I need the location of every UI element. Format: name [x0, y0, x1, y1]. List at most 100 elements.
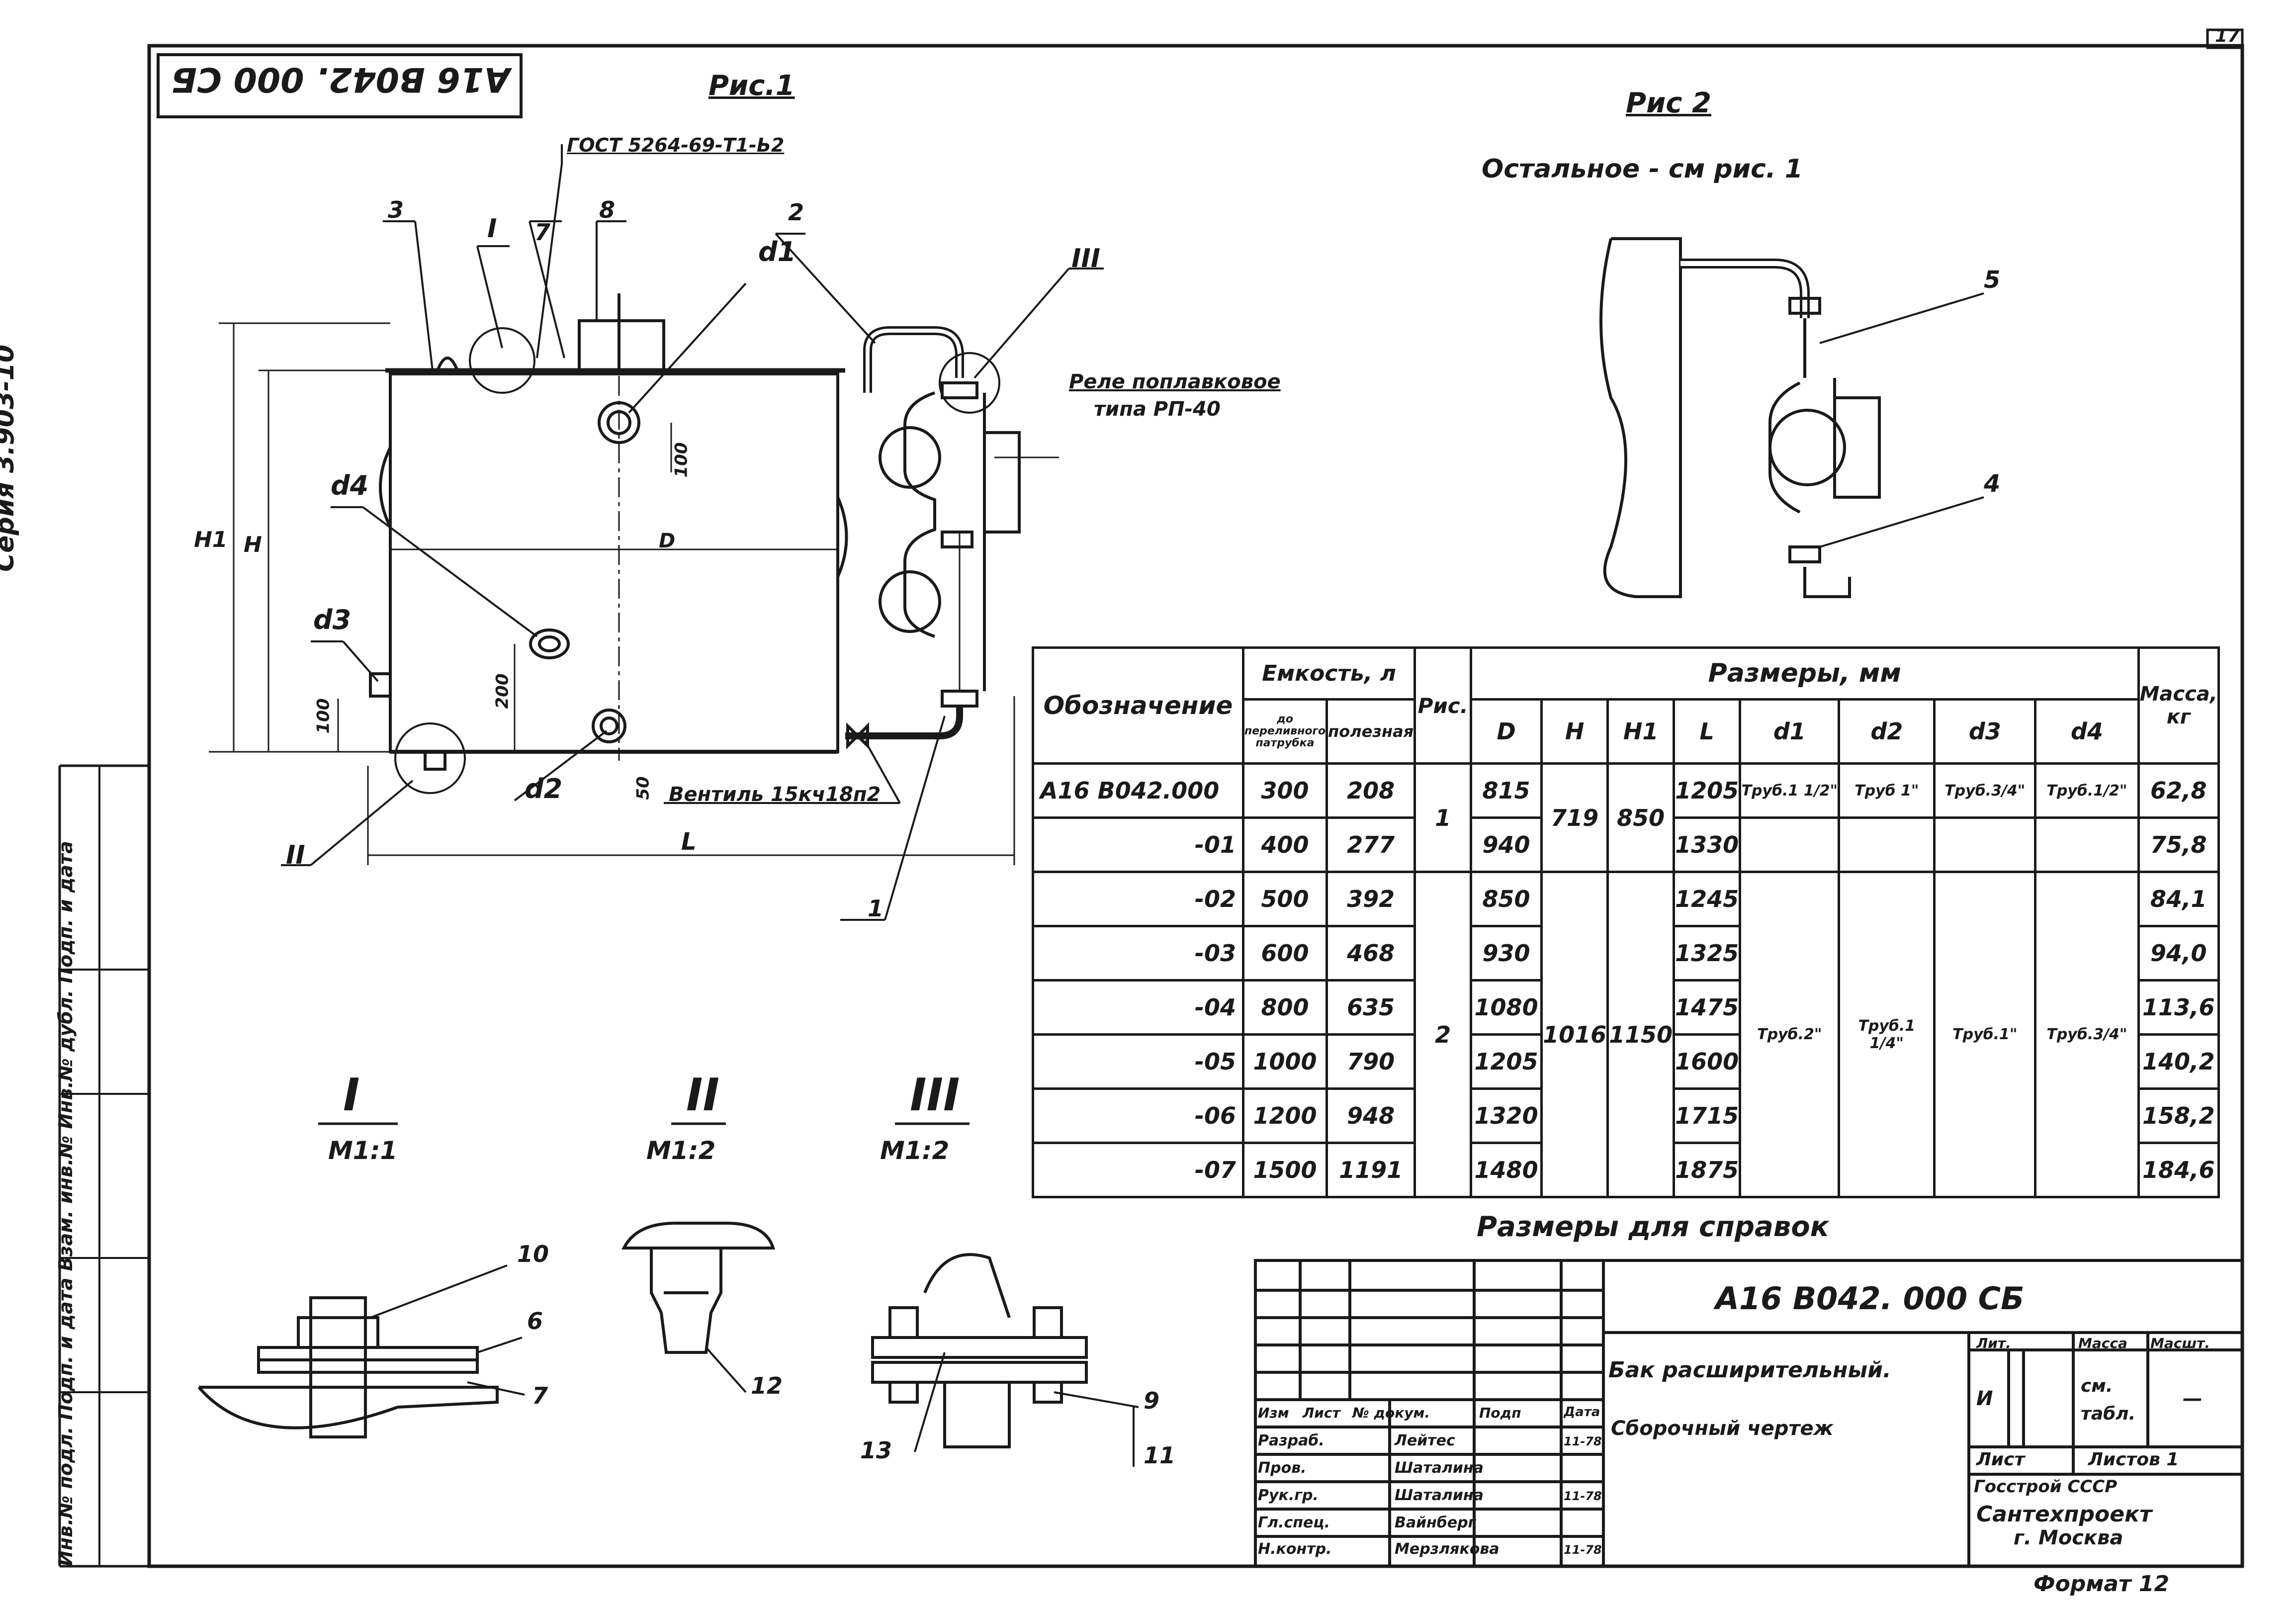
th-capacity: Емкость, л — [1241, 646, 1416, 701]
fig2-note: Остальное - см рис. 1 — [1482, 154, 1803, 184]
dim-100-b: 100 — [671, 442, 692, 478]
tb-role: Рук.гр. — [1258, 1487, 1319, 1504]
th-col-d1: d1 — [1739, 698, 1841, 765]
th-col-d4: d4 — [2034, 698, 2140, 765]
table-row: А16 В042.000 300 208 1 815 719 850 1205 … — [1032, 762, 2220, 874]
doc-title-2: Сборочный чертеж — [1611, 1417, 1834, 1440]
tb-name: Вайнберг — [1395, 1514, 1476, 1531]
tb-date: 11-78 — [1564, 1543, 1602, 1557]
fig2-drawing — [1599, 237, 1984, 598]
detail-III-drawing — [871, 1253, 1139, 1467]
th-col-d3: d3 — [1933, 698, 2037, 765]
th-col-d2: d2 — [1838, 698, 1936, 765]
part-3-label: 3 — [388, 196, 404, 223]
title-block-frame — [1254, 1259, 2244, 1568]
fig2-title: Рис 2 — [1626, 87, 1711, 119]
doc-title-1: Бак расширительный. — [1608, 1357, 1891, 1383]
callout-I: I — [487, 214, 497, 244]
sheet-number: 17 — [2215, 26, 2240, 46]
tb-h-masht: Масшт. — [2150, 1335, 2210, 1351]
code-stamp: А16 В042. 000 СБ — [171, 60, 510, 99]
spec-table: Обозначение Емкость, л Рис. Размеры, мм … — [1032, 646, 2220, 1198]
fig1-title: Рис.1 — [708, 70, 795, 102]
series-label: Серия 3.903-10 — [0, 344, 20, 572]
th-sizes: Размеры, мм — [1470, 646, 2140, 701]
detail-I-scale: М1:1 — [328, 1136, 398, 1165]
fig1-tank-drawing — [209, 293, 1059, 865]
tb-date: 11-78 — [1564, 1434, 1602, 1448]
dim-200: 200 — [492, 673, 513, 709]
th-col-D: D — [1470, 698, 1543, 765]
table-row: -02 500 392 2 850 1016 1150 1245 Труб.2"… — [1032, 871, 2220, 1198]
tb-org-2: Сантехпроект — [1976, 1502, 2152, 1527]
tb-name: Шаталина — [1395, 1459, 1484, 1477]
sheet-frame — [147, 44, 2244, 1568]
tb-org-3: г. Москва — [2014, 1526, 2123, 1549]
part-7-label: 7 — [534, 219, 551, 246]
tb-h-podp: Подп — [1479, 1405, 1521, 1421]
table-row: -01 400 277 940 1330 75,8 — [1032, 816, 2220, 874]
d1-label: d1 — [758, 236, 796, 268]
callout-13: 13 — [860, 1437, 892, 1464]
dim-50: 50 — [633, 776, 653, 800]
callout-10: 10 — [517, 1241, 549, 1267]
tb-massa: см. табл. — [2081, 1376, 2136, 1424]
callout-6: 6 — [527, 1308, 543, 1335]
tb-name: Лейтес — [1395, 1432, 1455, 1449]
tb-listov: Листов 1 — [2088, 1449, 2179, 1470]
th-mass: Масса, кг — [2137, 646, 2220, 765]
part-2-label: 2 — [788, 199, 804, 226]
tb-org-1: Госстрой СССР — [1974, 1477, 2118, 1497]
d3-label: d3 — [313, 604, 352, 635]
dim-L: L — [681, 828, 697, 856]
doc-code: А16 В042. 000 СБ — [1715, 1280, 2025, 1317]
d2-label: d2 — [525, 773, 563, 804]
tb-h-ndoc: № докум. — [1352, 1405, 1430, 1421]
table-row: -06 1200 948 1320 1715 158,2 — [1032, 1087, 2220, 1144]
detail-I-num: I — [343, 1069, 360, 1121]
format-label: Формат 12 — [2033, 1571, 2170, 1597]
tb-lit: И — [1976, 1387, 1993, 1410]
tb-h-list: Лист — [1303, 1405, 1340, 1421]
th-fig: Рис. — [1413, 646, 1473, 765]
tb-masht: — — [2183, 1387, 2203, 1410]
dim-100-a: 100 — [313, 698, 334, 734]
tb-h-data: Дата — [1564, 1405, 1600, 1420]
callout-7: 7 — [532, 1382, 548, 1409]
tb-role: Разраб. — [1258, 1432, 1325, 1449]
fig2-part-4: 4 — [1984, 470, 2001, 498]
callout-9: 9 — [1144, 1387, 1160, 1414]
part-1-label: 1 — [868, 895, 884, 922]
th-col-H1: H1 — [1606, 698, 1676, 765]
code-stamp-box — [157, 53, 523, 118]
dim-H: H — [244, 532, 262, 557]
tb-role: Н.контр. — [1258, 1540, 1332, 1558]
callout-12: 12 — [751, 1372, 783, 1399]
tb-h-lit: Лит. — [1976, 1335, 2011, 1351]
tb-list: Лист — [1976, 1449, 2025, 1470]
side-strip: Инв.№ подл. Подп. и дата Взам. инв.№ Инв… — [55, 841, 77, 1566]
tb-name: Шаталина — [1395, 1487, 1484, 1504]
detail-III-scale: М1:2 — [880, 1136, 950, 1165]
gost-label: ГОСТ 5264-69-Т1-Ь2 — [567, 134, 785, 156]
d4-label: d4 — [331, 470, 369, 501]
table-footnote: Размеры для справок — [1477, 1211, 1829, 1243]
relay-label-2: типа РП-40 — [1094, 398, 1221, 421]
valve-label: Вентиль 15кч18п2 — [669, 783, 881, 806]
tb-role: Пров. — [1258, 1459, 1307, 1477]
fig1-leaders — [281, 144, 1104, 921]
callout-II: II — [286, 840, 305, 870]
tb-date: 11-78 — [1564, 1489, 1602, 1503]
callout-III: III — [1071, 244, 1101, 273]
detail-III-num: III — [910, 1069, 960, 1121]
table-row: -03 600 468 930 1325 94,0 — [1032, 925, 2220, 982]
th-cap-useful: полезная — [1325, 698, 1416, 765]
tb-name: Мерзлякова — [1395, 1540, 1500, 1558]
tb-h-izm: Изм — [1258, 1405, 1289, 1421]
tb-h-massa: Масса — [2078, 1335, 2127, 1351]
table-row: -04 800 635 1080 1475 113,6 — [1032, 979, 2220, 1036]
table-row: -07 1500 1191 1480 1875 184,6 — [1032, 1142, 2220, 1198]
dim-H1: H1 — [194, 527, 228, 552]
detail-II-drawing — [621, 1222, 776, 1393]
